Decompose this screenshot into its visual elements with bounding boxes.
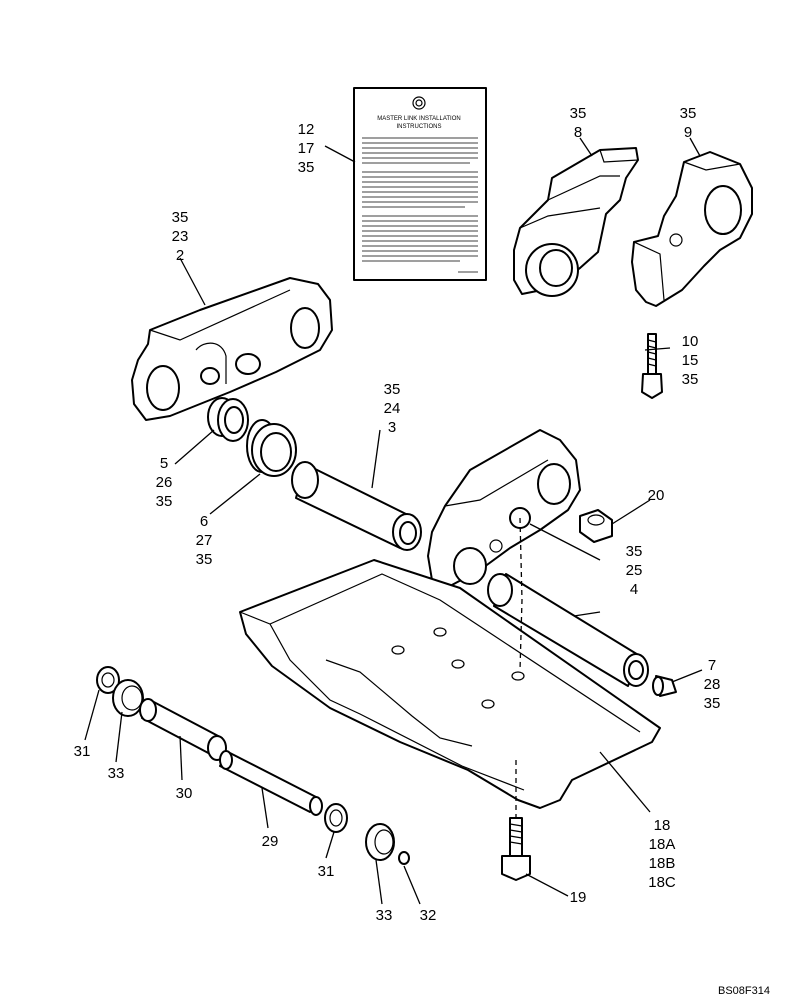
callout-line: 35 <box>156 493 173 510</box>
master-link-half-part-8 <box>513 147 639 297</box>
bolt-part-10 <box>641 333 663 399</box>
pin-part-4 <box>487 573 649 687</box>
callout-line: 15 <box>682 352 699 369</box>
callout-32: 32 <box>420 907 437 924</box>
callout-line: 6 <box>200 513 208 530</box>
instruction-sheet: MASTER LINK INSTALLATION INSTRUCTIONS <box>353 87 487 281</box>
track-link-right <box>427 429 581 587</box>
bushing-part-30 <box>139 698 227 761</box>
seal-part-6 <box>246 419 297 477</box>
callout-line: 30 <box>176 785 193 802</box>
callout-12-17-35: 12 17 35 <box>298 121 315 176</box>
callout-35-25-4: 35 25 4 <box>626 543 643 598</box>
track-shoe-part-18 <box>239 559 661 809</box>
callout-line: 20 <box>648 487 665 504</box>
bolt-part-19 <box>501 817 531 881</box>
callout-35-9: 35 9 <box>680 105 697 141</box>
pin-part-3 <box>291 461 422 551</box>
callout-line: 31 <box>74 743 91 760</box>
figure-code: BS08F314 <box>718 985 770 997</box>
callout-line: 35 <box>704 695 721 712</box>
callout-line: 12 <box>298 121 315 138</box>
callout-line: 10 <box>682 333 699 350</box>
plug-part-32 <box>398 851 410 865</box>
callout-35-24-3: 35 24 3 <box>384 381 401 436</box>
callout-line: 35 <box>680 105 697 122</box>
leader-lines <box>84 137 703 905</box>
callout-5-26-35: 5 26 35 <box>156 455 173 510</box>
callout-18-series: 18 18A 18B 18C <box>648 817 676 891</box>
callout-line: 35 <box>384 381 401 398</box>
callout-line: 7 <box>708 657 716 674</box>
callout-line: 23 <box>172 228 189 245</box>
callout-line: 9 <box>684 124 692 141</box>
callout-33-lower: 33 <box>376 907 393 924</box>
callout-line: 29 <box>262 833 279 850</box>
bushing-part-5 <box>207 397 249 442</box>
track-link-part-2 <box>131 277 333 421</box>
callout-line: 18C <box>648 874 676 891</box>
callout-line: 8 <box>574 124 582 141</box>
callout-line: 24 <box>384 400 401 417</box>
callout-line: 28 <box>704 676 721 693</box>
callout-31-lower: 31 <box>318 863 335 880</box>
callout-19: 19 <box>570 889 587 906</box>
callout-line: 4 <box>630 581 638 598</box>
callout-line: 2 <box>176 247 184 264</box>
callout-line: 18A <box>649 836 676 853</box>
callout-33-upper: 33 <box>108 765 125 782</box>
callout-35-8: 35 8 <box>570 105 587 141</box>
seal-part-33-lower <box>365 823 395 861</box>
callout-7-28-35: 7 28 35 <box>704 657 721 712</box>
assembly-guide-lines <box>515 517 523 818</box>
pin-part-29 <box>219 750 323 816</box>
callout-line: 26 <box>156 474 173 491</box>
instruction-body-lines <box>362 137 478 273</box>
callout-line: 35 <box>570 105 587 122</box>
callout-line: 17 <box>298 140 315 157</box>
callout-line: 18 <box>654 817 671 834</box>
callout-line: 33 <box>376 907 393 924</box>
seal-part-33-upper <box>112 679 144 717</box>
callout-31-upper: 31 <box>74 743 91 760</box>
callout-10-15-35: 10 15 35 <box>682 333 699 388</box>
ring-part-31-lower <box>324 803 348 833</box>
callout-30: 30 <box>176 785 193 802</box>
instruction-title-2: INSTRUCTIONS <box>397 124 442 130</box>
callout-35-23-2: 35 23 2 <box>172 209 189 264</box>
callout-line: 35 <box>298 159 315 176</box>
callout-line: 33 <box>108 765 125 782</box>
master-link-half-part-9 <box>631 151 753 307</box>
nut-part-20 <box>579 509 613 543</box>
callout-line: 5 <box>160 455 168 472</box>
callout-line: 35 <box>196 551 213 568</box>
callout-line: 35 <box>626 543 643 560</box>
callout-20: 20 <box>648 487 665 504</box>
callout-line: 35 <box>172 209 189 226</box>
callout-line: 31 <box>318 863 335 880</box>
callout-line: 19 <box>570 889 587 906</box>
callout-6-27-35: 6 27 35 <box>196 513 213 568</box>
callout-line: 25 <box>626 562 643 579</box>
instruction-title-1: MASTER LINK INSTALLATION <box>377 116 460 122</box>
callout-line: 35 <box>682 371 699 388</box>
ring-part-31-upper <box>96 666 120 694</box>
callout-line: 32 <box>420 907 437 924</box>
plug-part-7 <box>652 675 677 697</box>
callout-29: 29 <box>262 833 279 850</box>
callout-line: 3 <box>388 419 396 436</box>
callout-line: 27 <box>196 532 213 549</box>
callout-line: 18B <box>649 855 676 872</box>
